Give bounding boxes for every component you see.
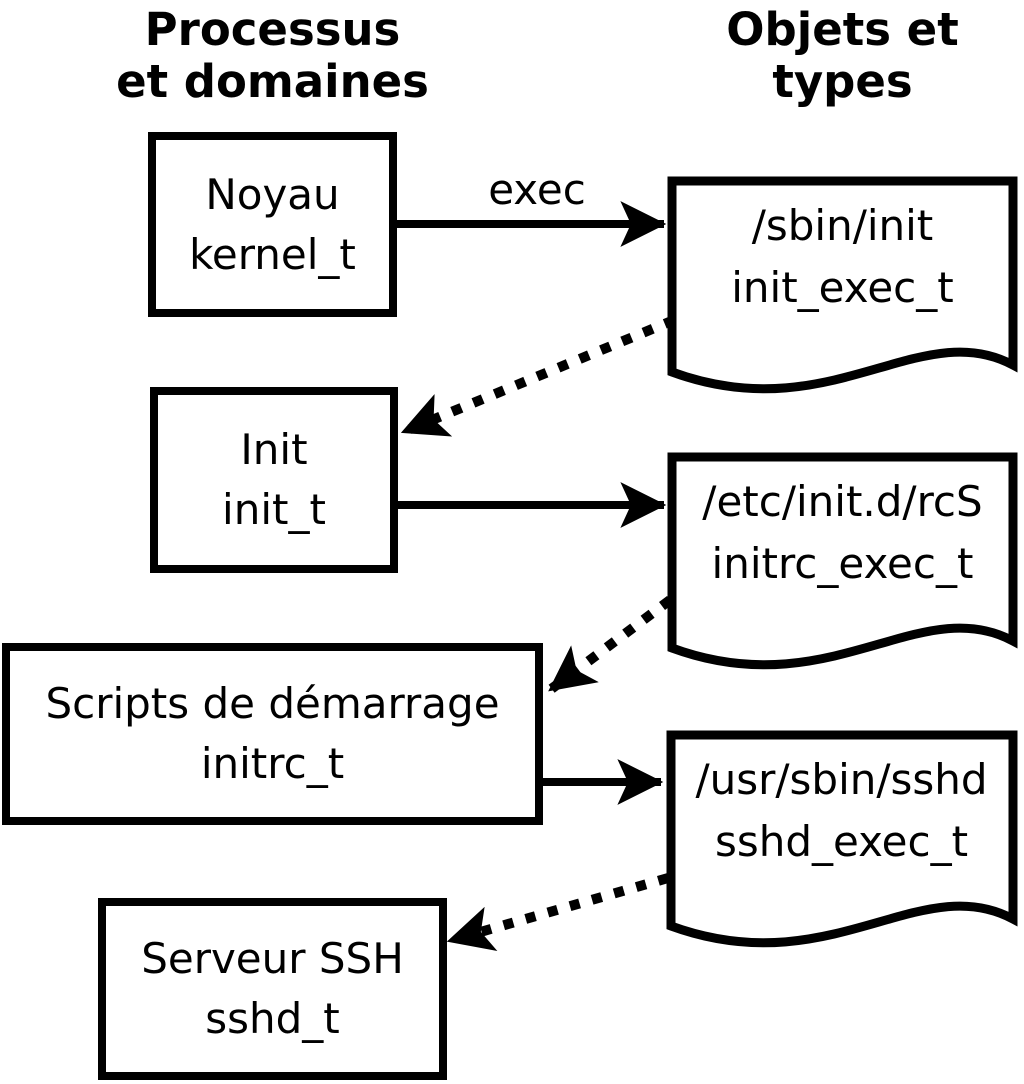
object-type: initrc_exec_t [711,539,974,588]
process-name: Scripts de démarrage [45,679,500,728]
process-type: kernel_t [189,229,356,279]
process-type: initrc_t [200,739,345,788]
transition-arrow-rcs-to-scripts [547,596,673,694]
object-label-etc-initd-rcs: /etc/init.d/rcS initrc_exec_t [672,471,1013,595]
object-path: /sbin/init [751,201,934,250]
object-type: sshd_exec_t [714,817,969,866]
object-path: /etc/init.d/rcS [702,477,983,526]
process-type: init_t [222,485,326,534]
column-header-processes: Processus et domaines [116,3,429,108]
transition-arrow-sbin-init-to-init [400,315,676,437]
process-name: Serveur SSH [141,934,404,983]
object-label-usr-sbin-sshd: /usr/sbin/sshd sshd_exec_t [671,749,1012,873]
object-type: init_exec_t [731,263,954,312]
process-name: Noyau [205,169,340,219]
object-path: /usr/sbin/sshd [695,755,988,804]
process-name: Init [240,425,308,474]
process-box-serveur-ssh: Serveur SSH sshd_t [98,898,447,1080]
process-type: sshd_t [205,994,340,1043]
process-box-noyau: Noyau kernel_t [148,132,397,317]
process-box-init: Init init_t [150,387,398,573]
transition-arrow-sshd-to-serveur [446,873,670,952]
exec-arrow-label: exec [488,165,586,214]
column-header-objects: Objets et types [726,3,959,108]
object-label-sbin-init: /sbin/init init_exec_t [672,195,1013,319]
process-box-scripts-demarrage: Scripts de démarrage initrc_t [2,643,543,825]
